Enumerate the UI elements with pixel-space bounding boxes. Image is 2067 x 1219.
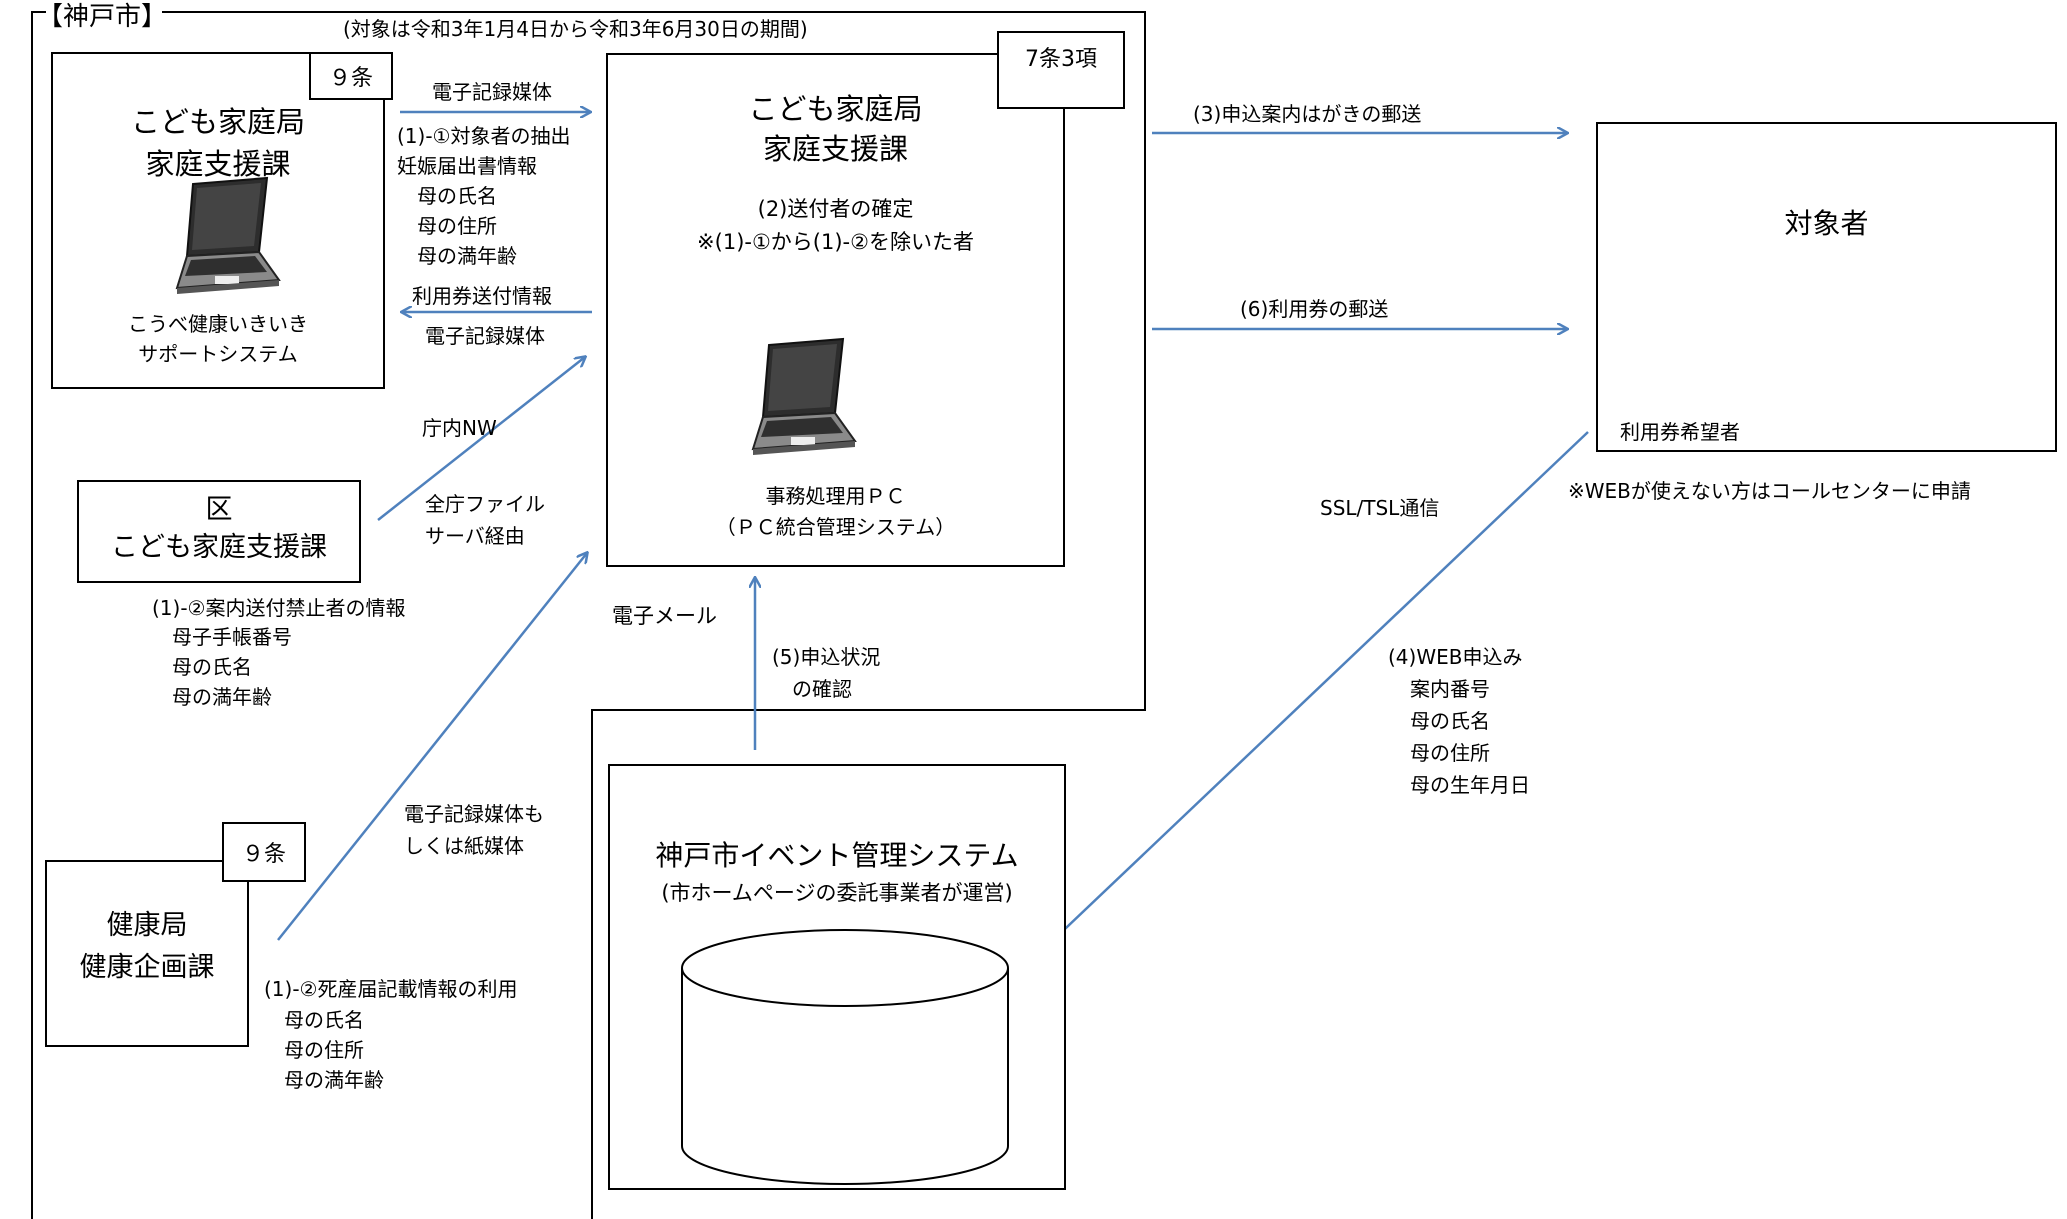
web-item-4: 母の生年月日 bbox=[1410, 773, 1530, 797]
email-label: 電子メール bbox=[612, 604, 717, 628]
ward-info-title: (1)-②案内送付禁止者の情報 bbox=[152, 596, 406, 620]
voucher-info-label: 利用券送付情報 bbox=[412, 284, 552, 308]
kodomo-katei-title-2: 家庭支援課 bbox=[145, 147, 291, 181]
health-title-1: 健康局 bbox=[106, 910, 188, 941]
database-icon bbox=[681, 929, 1009, 1185]
central-title-1: こども家庭局 bbox=[748, 92, 923, 126]
kobe-city-boundary bbox=[31, 11, 1146, 1219]
pc-laptop-icon bbox=[751, 337, 857, 455]
web-title: (4)WEB申込み bbox=[1388, 645, 1523, 669]
central-step-note: ※(1)-①から(1)-②を除いた者 bbox=[697, 230, 974, 254]
target-box: 対象者 利用券希望者 bbox=[1596, 122, 2057, 452]
central-box: こども家庭局 家庭支援課 (2)送付者の確定 ※(1)-①から(1)-②を除いた… bbox=[606, 53, 1065, 567]
city-label: 【神戸市】 bbox=[37, 2, 168, 32]
death-item-1: 母の氏名 bbox=[284, 1008, 364, 1032]
media-return-label: 電子記録媒体 bbox=[425, 324, 545, 348]
confirm-label: (5)申込状況 の確認 bbox=[772, 645, 881, 701]
central-title-2: 家庭支援課 bbox=[762, 132, 908, 166]
event-system-title: 神戸市イベント管理システム bbox=[655, 839, 1019, 872]
laptop-icon bbox=[175, 176, 281, 294]
web-item-1: 案内番号 bbox=[1410, 677, 1490, 701]
target-note: ※WEBが使えない方はコールセンターに申請 bbox=[1568, 479, 1971, 503]
pc-label-1: 事務処理用ＰＣ bbox=[765, 484, 906, 508]
ward-box: 区 こども家庭支援課 bbox=[77, 480, 361, 583]
ward-title-2: こども家庭支援課 bbox=[111, 532, 327, 563]
death-title: (1)-②死産届記載情報の利用 bbox=[264, 977, 518, 1001]
web-item-3: 母の住所 bbox=[1410, 741, 1490, 765]
media-top-label: 電子記録媒体 bbox=[432, 80, 552, 104]
extract-title: (1)-①対象者の抽出 bbox=[397, 124, 571, 148]
ward-info-item-2: 母の氏名 bbox=[172, 655, 252, 679]
extract-item-4: 母の満年齢 bbox=[397, 244, 517, 268]
extract-item-3: 母の住所 bbox=[397, 214, 497, 238]
health-box: 健康局 健康企画課 bbox=[45, 860, 249, 1047]
voucher-mail-label: (6)利用券の郵送 bbox=[1240, 297, 1389, 321]
arrow-web-application bbox=[1027, 431, 1589, 965]
kodomo-system-2: サポートシステム bbox=[138, 342, 298, 366]
network-label: 庁内NW bbox=[422, 416, 497, 440]
ward-info-item-1: 母子手帳番号 bbox=[172, 625, 292, 649]
article-tag-9-health: ９条 bbox=[222, 822, 306, 882]
death-item-2: 母の住所 bbox=[284, 1038, 364, 1062]
article-tag-9-kodomo: ９条 bbox=[309, 52, 393, 100]
central-step: (2)送付者の確定 bbox=[757, 197, 914, 221]
kodomo-katei-box: こども家庭局 家庭支援課 こうべ健康いきいき サポートシステム bbox=[51, 52, 385, 389]
event-system-subtitle: (市ホームページの委託事業者が運営) bbox=[661, 881, 1013, 905]
ward-info-item-3: 母の満年齢 bbox=[172, 685, 272, 709]
target-sub: 利用券希望者 bbox=[1620, 420, 1740, 444]
health-title-2: 健康企画課 bbox=[79, 952, 215, 983]
event-system-box: 神戸市イベント管理システム (市ホームページの委託事業者が運営) bbox=[608, 764, 1066, 1190]
pc-label-2: （ＰＣ統合管理システム） bbox=[715, 515, 956, 539]
web-item-2: 母の氏名 bbox=[1410, 709, 1490, 733]
extract-item-1: 妊娠届出書情報 bbox=[397, 154, 537, 178]
media-paper-label: 電子記録媒体も しくは紙媒体 bbox=[404, 802, 544, 858]
extract-item-2: 母の氏名 bbox=[397, 184, 497, 208]
arrow-ward-to-central bbox=[377, 357, 585, 521]
death-item-3: 母の満年齢 bbox=[284, 1068, 384, 1092]
target-title: 対象者 bbox=[1784, 207, 1869, 240]
postcard-label: (3)申込案内はがきの郵送 bbox=[1193, 102, 1422, 126]
kodomo-system-1: こうべ健康いきいき bbox=[128, 312, 308, 336]
file-server-label: 全庁ファイル サーバ経由 bbox=[425, 492, 545, 548]
article-tag-7-3: 7条3項 bbox=[997, 31, 1125, 109]
period-note: (対象は令和3年1月4日から令和3年6月30日の期間) bbox=[343, 17, 808, 41]
ssl-label: SSL/TSL通信 bbox=[1320, 496, 1440, 520]
arrow-health-to-central bbox=[277, 553, 587, 941]
kodomo-katei-title-1: こども家庭局 bbox=[130, 105, 305, 139]
ward-title-1: 区 bbox=[205, 494, 233, 525]
